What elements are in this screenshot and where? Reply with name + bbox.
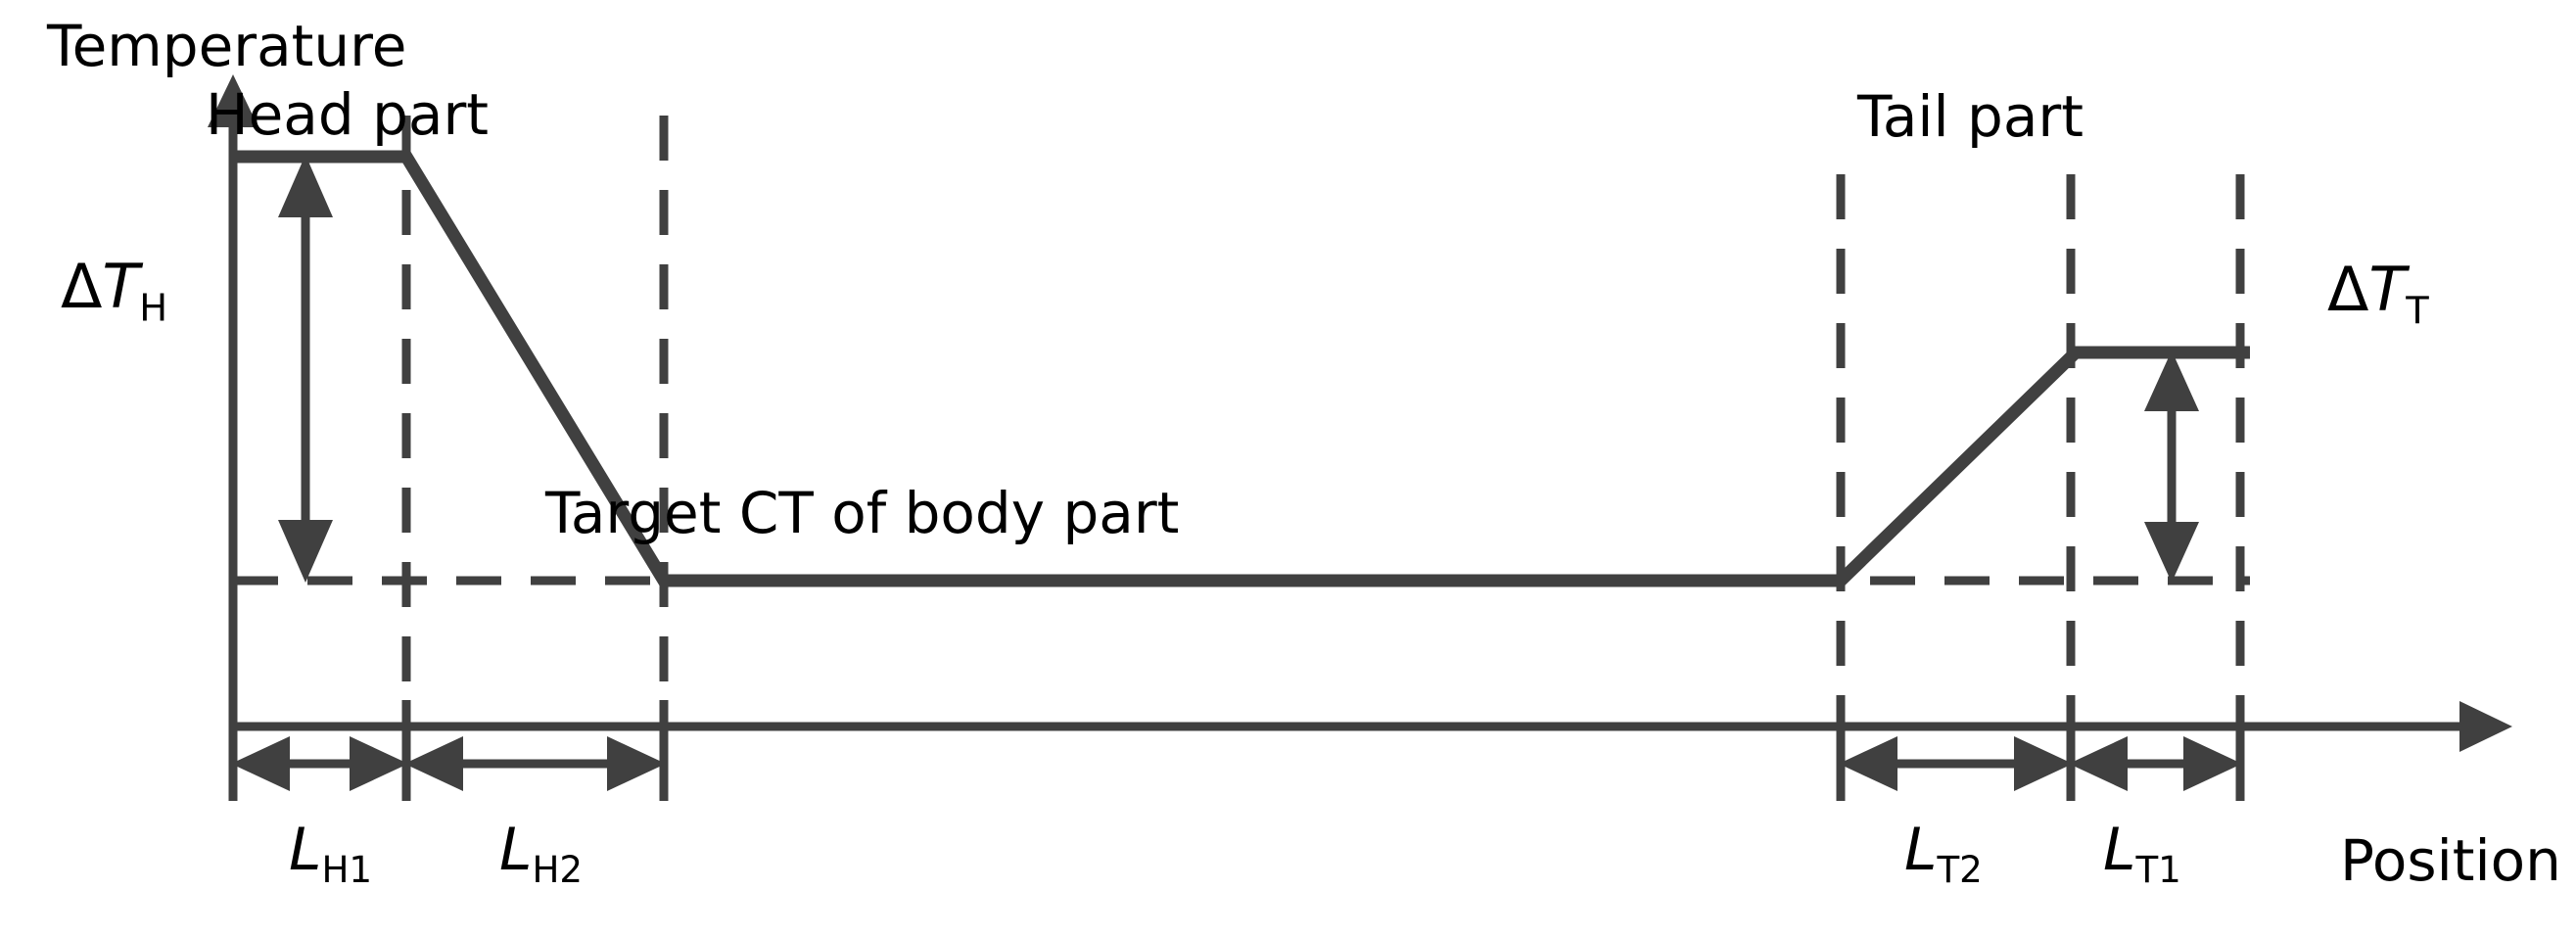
- temperature-profile-curve: [233, 150, 2250, 587]
- l-t1-label: LT1: [2103, 820, 2181, 888]
- variable-l: L: [289, 816, 322, 884]
- arrow-right-icon: [2183, 736, 2242, 791]
- l-h1-label: LH1: [289, 820, 372, 888]
- arrow-up-icon: [2144, 351, 2199, 411]
- y-axis-label: Temperature: [47, 13, 407, 79]
- delta-t-head-arrow: [278, 155, 333, 583]
- delta-t-tail-arrow: [2144, 351, 2199, 583]
- tail-part-label: Tail part: [1857, 83, 2084, 150]
- variable-t: T: [2368, 254, 2407, 325]
- arrow-left-icon: [2069, 736, 2128, 791]
- arrow-down-icon: [2144, 522, 2199, 583]
- variable-l: L: [1904, 816, 1938, 884]
- dimension-arrow-l-h1: [228, 700, 411, 801]
- subscript-h1: H1: [321, 848, 373, 891]
- arrow-left-icon: [231, 736, 290, 791]
- arrow-left-icon: [404, 736, 463, 791]
- delta-t-tail-label: ΔTT: [2327, 259, 2429, 331]
- l-h2-label: LH2: [499, 820, 583, 888]
- delta-symbol: Δ: [2327, 254, 2369, 325]
- body-part-label: Target CT of body part: [545, 480, 1180, 546]
- dimension-arrow-l-t2: [1836, 700, 2076, 801]
- dimension-arrow-l-h2: [404, 700, 669, 801]
- delta-t-head-label: ΔTH: [61, 257, 167, 328]
- x-axis: [233, 701, 2512, 752]
- arrow-right-icon: [350, 736, 408, 791]
- arrow-down-icon: [278, 520, 333, 583]
- dimension-arrow-l-t1: [2069, 700, 2245, 801]
- variable-t: T: [102, 251, 140, 322]
- arrow-right-icon: [2459, 701, 2512, 752]
- subscript-h2: H2: [532, 848, 584, 891]
- delta-symbol: Δ: [61, 251, 103, 322]
- x-axis-label: Position: [2340, 827, 2561, 894]
- arrow-right-icon: [607, 736, 666, 791]
- arrow-left-icon: [1839, 736, 1897, 791]
- subscript-t1: T1: [2135, 848, 2181, 891]
- subscript-h: H: [139, 286, 168, 331]
- l-t2-label: LT2: [1904, 820, 1983, 888]
- y-axis: [208, 74, 258, 726]
- subscript-t2: T2: [1937, 848, 1983, 891]
- variable-l: L: [2103, 816, 2136, 884]
- arrow-right-icon: [2014, 736, 2073, 791]
- arrow-up-icon: [208, 74, 258, 127]
- arrow-up-icon: [278, 155, 333, 217]
- variable-l: L: [499, 816, 533, 884]
- subscript-t: T: [2406, 289, 2429, 334]
- head-part-label: Head part: [206, 81, 490, 148]
